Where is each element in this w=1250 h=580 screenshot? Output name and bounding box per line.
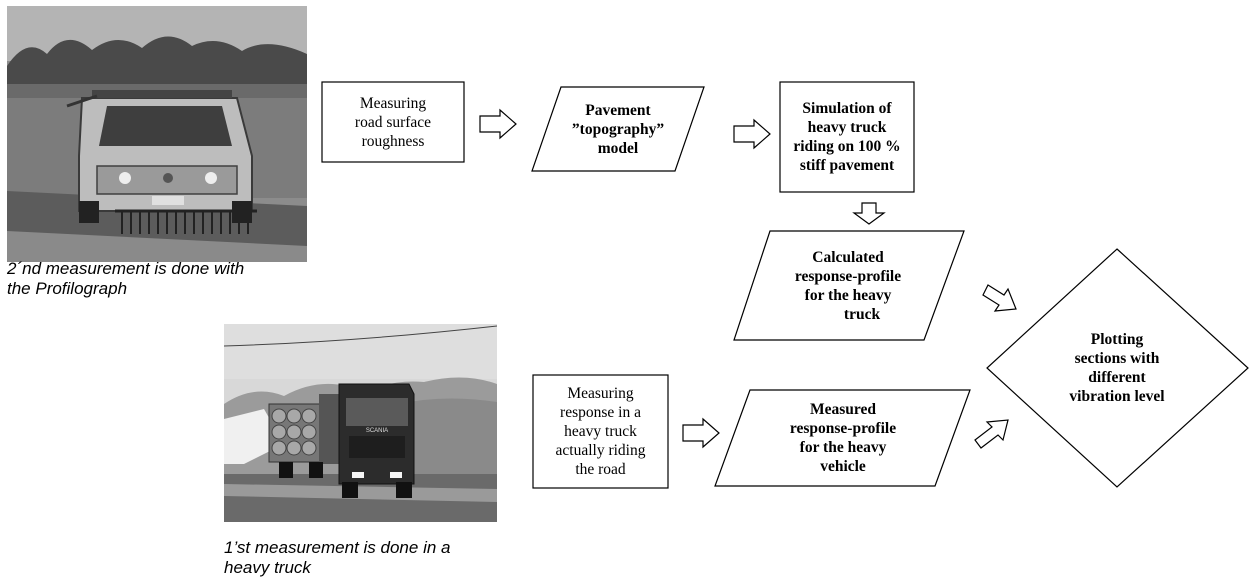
measuring-roughness-text: Measuring road surface roughness xyxy=(354,94,432,150)
measured-profile-parallelogram xyxy=(714,389,971,487)
logging-truck-photo: SCANIA xyxy=(224,324,497,522)
measuring-response-box xyxy=(532,374,669,489)
simulation-text: Simulation of heavy truck riding on 100 … xyxy=(793,100,901,174)
arrow-roughness-to-topography xyxy=(479,108,517,140)
van-photo-caption: 2´nd measurement is done with the Profil… xyxy=(7,259,245,298)
calculated-profile-text: Calculated response-profile for the heav… xyxy=(794,248,902,323)
profilograph-van-photo xyxy=(7,6,307,262)
arrow-simulation-to-calculated xyxy=(852,202,886,225)
arrow-topography-to-simulation xyxy=(733,118,771,150)
truck-photo-caption: 1’st measurement is done in a heavy truc… xyxy=(224,538,451,577)
measured-profile-text: Measured response-profile for the heavy … xyxy=(789,401,897,475)
truck-brand-text: SCANIA xyxy=(366,428,388,434)
topography-model-text: Pavement ”topography” model xyxy=(571,101,665,157)
measuring-response-text: Measuring response in a heavy truck actu… xyxy=(555,385,646,478)
topography-model-parallelogram xyxy=(531,86,705,172)
measuring-roughness-box xyxy=(321,81,465,163)
calculated-profile-parallelogram xyxy=(733,230,965,341)
arrow-measured-to-plotting xyxy=(974,419,1009,449)
arrow-response-to-measured xyxy=(682,417,720,449)
arrow-calculated-to-plotting xyxy=(982,284,1017,312)
plotting-diamond xyxy=(986,248,1249,488)
plotting-text: Plotting sections with different vibrati… xyxy=(1069,331,1165,405)
simulation-box xyxy=(779,81,915,193)
